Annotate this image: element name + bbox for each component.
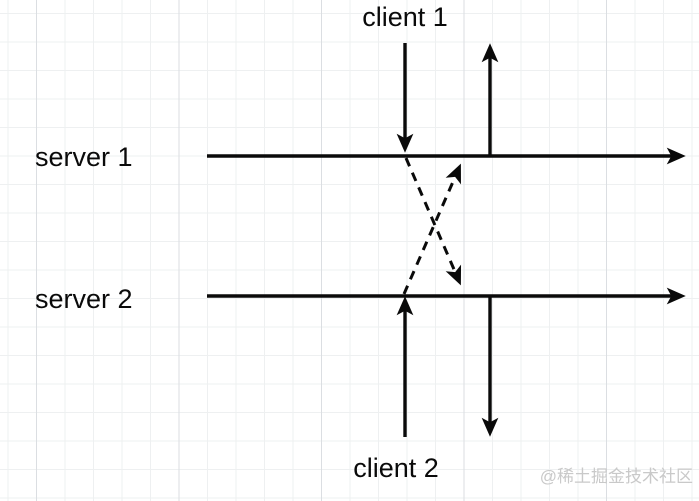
server1-to-server2-dashed-arrow bbox=[404, 157, 462, 286]
client1-label: client 1 bbox=[362, 2, 448, 32]
watermark-text: @稀土掘金技术社区 bbox=[539, 467, 693, 486]
server2-label: server 2 bbox=[35, 284, 133, 314]
server2-to-server1-dashed-arrow bbox=[402, 163, 461, 295]
server1-label: server 1 bbox=[35, 142, 133, 172]
client2-label: client 2 bbox=[353, 453, 439, 483]
